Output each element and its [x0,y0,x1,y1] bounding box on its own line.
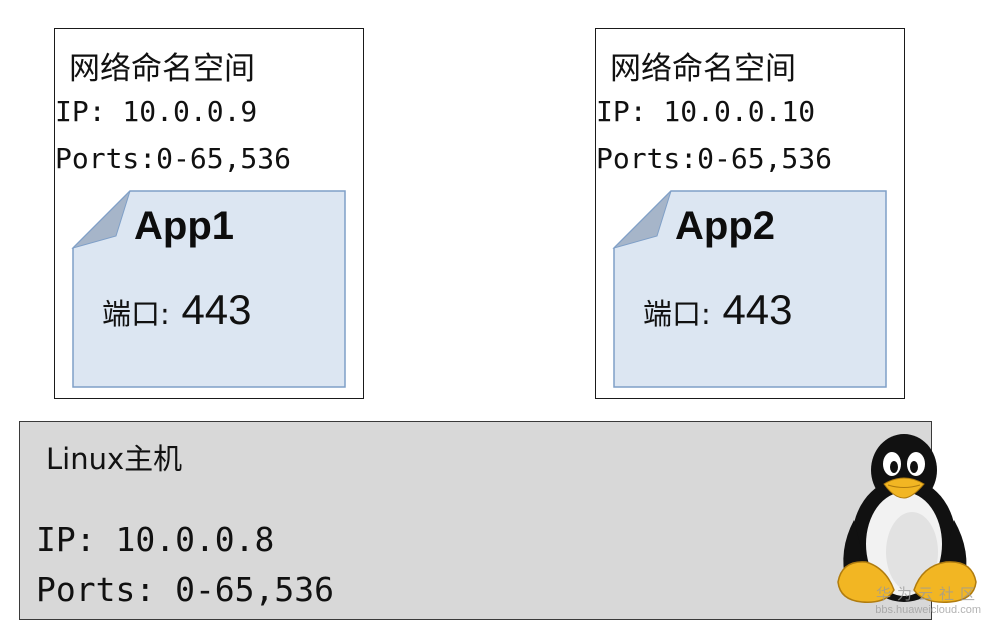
app-name: App2 [675,204,775,248]
app-port-value: 443 [169,286,252,333]
app-card-shape [71,190,346,388]
namespace-ip: IP: 10.0.0.10 [596,95,816,128]
watermark: 华为云社区 bbs.huaweicloud.com [875,583,981,616]
namespace-box-2: 网络命名空间 IP: 10.0.0.10 Ports:0-65,536 App2… [595,28,905,399]
tux-penguin-icon [837,434,977,603]
namespace-title: 网络命名空间 [610,51,796,87]
app-port-value: 443 [710,286,793,333]
app-card-shape [612,190,887,388]
app-card-2: App2 端口: 443 [612,190,887,388]
namespace-box-1: 网络命名空间 IP: 10.0.0.9 Ports:0-65,536 App1 … [54,28,364,399]
namespace-ports: Ports:0-65,536 [55,142,292,175]
namespace-ip: IP: 10.0.0.9 [55,95,258,128]
host-ip: IP: 10.0.0.8 [36,520,275,559]
watermark-main: 华为云社区 [875,585,981,603]
linux-host-box: Linux主机 IP: 10.0.0.8 Ports: 0-65,536 [19,421,932,620]
namespace-ports: Ports:0-65,536 [596,142,833,175]
namespace-title: 网络命名空间 [69,51,255,87]
app-port-label: 端口: [643,297,711,331]
app-card-1: App1 端口: 443 [71,190,346,388]
app-port: 端口: 443 [643,286,793,334]
host-title: Linux主机 [46,442,183,476]
watermark-sub: bbs.huaweicloud.com [875,604,981,616]
host-ports: Ports: 0-65,536 [36,570,335,609]
app-port: 端口: 443 [102,286,252,334]
app-port-label: 端口: [102,297,170,331]
app-name: App1 [134,204,234,248]
